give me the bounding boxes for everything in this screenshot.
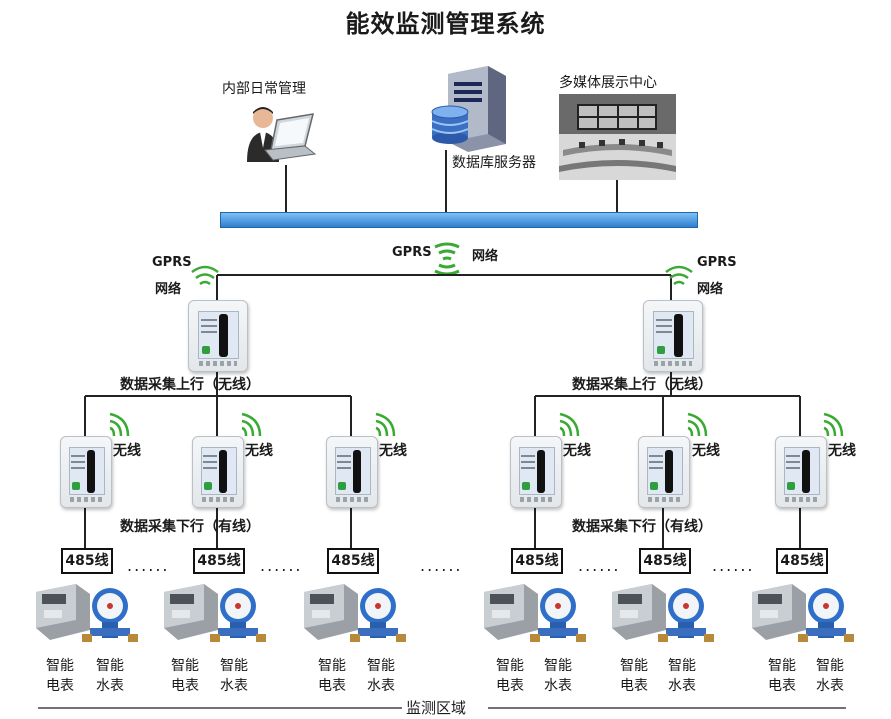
water-meter-icon [658,588,714,642]
data-collector-device [192,436,244,508]
wireless-label: 无线 [245,443,273,459]
wifi-signal-icon [375,412,396,437]
meter-pair-icon [304,584,406,642]
electric-meter-label: 智能电表 [620,658,648,694]
rs485-bus-box: 485线 [511,548,563,574]
more-meters-ellipsis: ...... [578,556,621,575]
lan-backbone [220,212,698,228]
water-meter-icon [82,588,138,642]
internal-mgmt-label: 内部日常管理 [222,81,306,97]
wireless-label: 无线 [113,443,141,459]
electric-meter-label: 智能电表 [171,658,199,694]
control-room-photo [559,94,676,180]
diagram-title: 能效监测管理系统 [345,10,546,38]
monitoring-zone-label: 监测区域 [406,699,467,717]
wireless-label: 无线 [828,443,856,459]
water-meter-label: 智能水表 [96,658,124,694]
more-meters-ellipsis: ...... [712,556,755,575]
electric-meter-icon [304,584,358,640]
meter-pair-icon [36,584,138,642]
meter-pair-icon [612,584,714,642]
electric-meter-icon [164,584,218,640]
wifi-signal-icon [665,265,693,286]
wifi-signal-icon [241,412,262,437]
gprs-left-label: GPRS [152,255,192,270]
database-server-icon [431,66,506,152]
uplink-label-right: 数据采集上行（无线） [572,377,712,393]
database-server-label: 数据库服务器 [452,155,536,171]
more-groups-ellipsis: ...... [420,556,463,575]
rs485-bus-box: 485线 [639,548,691,574]
meter-pair-icon [752,584,854,642]
rs485-bus-box: 485线 [61,548,113,574]
electric-meter-label: 智能电表 [318,658,346,694]
network-left-label: 网络 [155,282,182,297]
data-collector-device [638,436,690,508]
water-meter-label: 智能水表 [544,658,572,694]
electric-meter-label: 智能电表 [496,658,524,694]
electric-meter-label: 智能电表 [768,658,796,694]
data-collector-device [326,436,378,508]
water-meter-label: 智能水表 [367,658,395,694]
wireless-label: 无线 [692,443,720,459]
wifi-signal-icon [559,412,580,437]
meter-pair-icon [164,584,266,642]
wifi-signal-icon [109,412,130,437]
network-center-label: 网络 [472,249,499,264]
data-collector-device [643,300,703,372]
rs485-bus-box: 485线 [327,548,379,574]
wireless-label: 无线 [379,443,407,459]
rs485-bus-box: 485线 [776,548,828,574]
uplink-label-left: 数据采集上行（无线） [120,377,260,393]
rs485-bus-box: 485线 [193,548,245,574]
media-center-label: 多媒体展示中心 [559,75,657,91]
data-collector-device [188,300,248,372]
downlink-label-right: 数据采集下行（有线） [572,519,712,535]
wifi-signal-icon [687,412,708,437]
water-meter-icon [798,588,854,642]
electric-meter-icon [612,584,666,640]
data-collector-device [60,436,112,508]
wireless-label: 无线 [563,443,591,459]
electric-meter-icon [484,584,538,640]
electric-meter-icon [36,584,90,640]
water-meter-icon [210,588,266,642]
downlink-label-left: 数据采集下行（有线） [120,519,260,535]
wifi-signal-icon [191,265,219,286]
data-collector-device [775,436,827,508]
wifi-signal-icon [823,412,844,437]
water-meter-icon [350,588,406,642]
data-collector-device [510,436,562,508]
network-right-label: 网络 [697,282,724,297]
electric-meter-icon [752,584,806,640]
water-meter-icon [530,588,586,642]
person-laptop-icon [247,107,317,162]
water-meter-label: 智能水表 [816,658,844,694]
electric-meter-label: 智能电表 [46,658,74,694]
meter-pair-icon [484,584,586,642]
water-meter-label: 智能水表 [668,658,696,694]
gprs-center-label: GPRS [392,245,432,260]
wifi-signal-icon [434,242,460,274]
more-meters-ellipsis: ...... [260,556,303,575]
water-meter-label: 智能水表 [220,658,248,694]
more-meters-ellipsis: ...... [127,556,170,575]
gprs-right-label: GPRS [697,255,737,270]
